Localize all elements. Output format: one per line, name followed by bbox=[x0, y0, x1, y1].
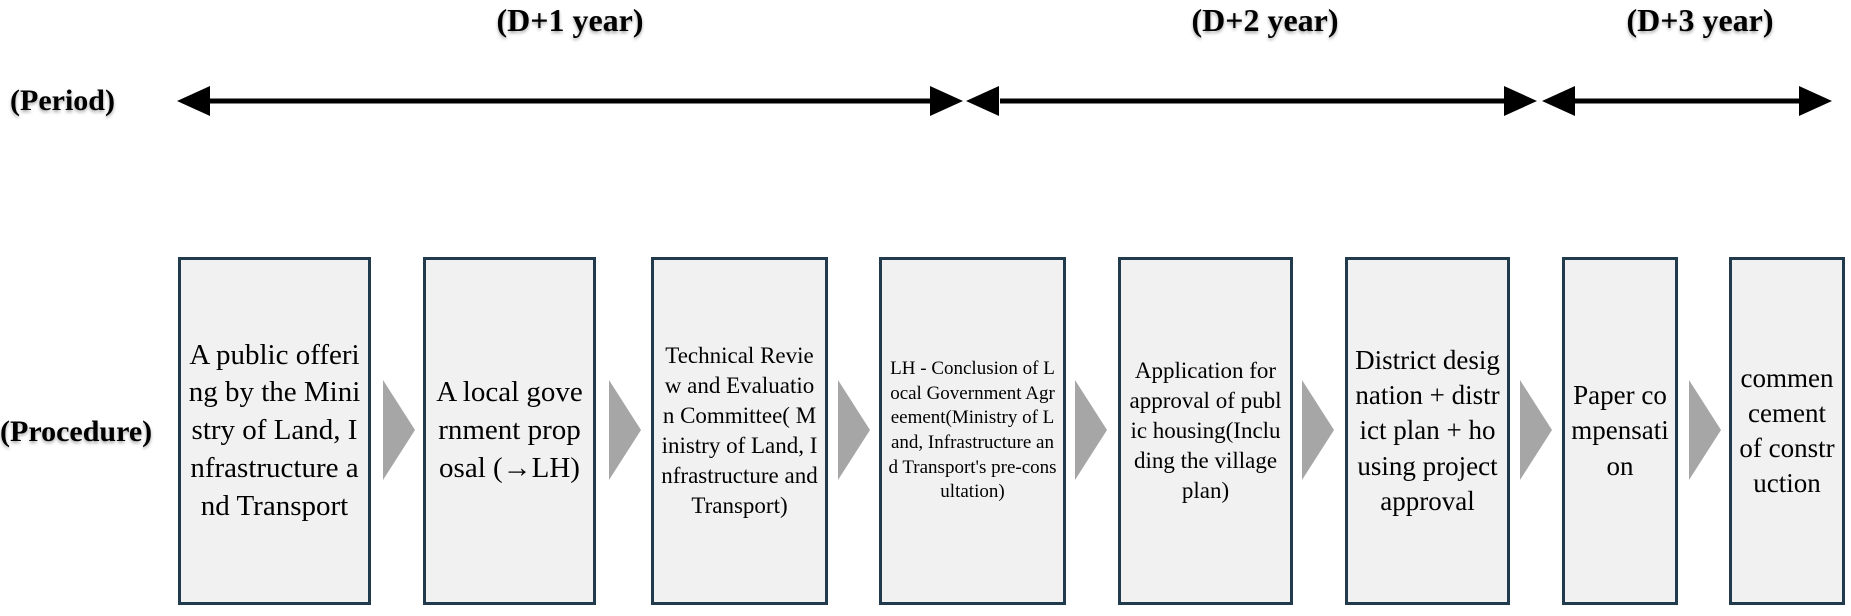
step-box-paper-compensation: Paper compensation bbox=[1562, 257, 1678, 605]
step-box-public-housing-application: Application for approval of public housi… bbox=[1118, 257, 1293, 605]
step-text: Technical Review and Evaluation Committe… bbox=[661, 343, 818, 518]
step-box-lh-agreement: LH - Conclusion of Local Government Agre… bbox=[879, 257, 1066, 605]
period-arrow-d3 bbox=[1542, 86, 1832, 116]
chevron-arrow-icon bbox=[838, 380, 870, 480]
chevron-arrow-icon bbox=[1520, 380, 1552, 480]
row-label-procedure: (Procedure) bbox=[0, 415, 153, 448]
period-label-d1: (D+1 year) bbox=[496, 2, 644, 38]
chevron-arrow-icon bbox=[1302, 380, 1334, 480]
step-text: A local government proposal (→LH) bbox=[436, 376, 583, 484]
step-text: commencement of construction bbox=[1739, 362, 1835, 499]
step-box-local-government-proposal: A local government proposal (→LH) bbox=[423, 257, 596, 605]
step-box-district-designation: District designation + district plan + h… bbox=[1345, 257, 1510, 605]
chevron-arrow-icon bbox=[1689, 380, 1721, 480]
period-arrow-d2 bbox=[966, 86, 1537, 116]
step-text: LH - Conclusion of Local Government Agre… bbox=[888, 357, 1057, 503]
chevron-arrow-icon bbox=[383, 380, 415, 480]
period-arrow-d1 bbox=[177, 86, 963, 116]
step-box-technical-review: Technical Review and Evaluation Committe… bbox=[651, 257, 828, 605]
step-text: District designation + district plan + h… bbox=[1355, 345, 1500, 516]
chevron-arrow-icon bbox=[1075, 380, 1107, 480]
step-box-commencement-of-construction: commencement of construction bbox=[1729, 257, 1845, 605]
period-label-d2: (D+2 year) bbox=[1191, 2, 1339, 38]
row-label-period: (Period) bbox=[10, 84, 115, 117]
step-text: Paper compensation bbox=[1571, 380, 1669, 481]
step-box-public-offering: A public offering by the Ministry of Lan… bbox=[178, 257, 371, 605]
step-text: A public offering by the Ministry of Lan… bbox=[188, 338, 361, 522]
step-text: Application for approval of public housi… bbox=[1129, 358, 1282, 503]
period-label-d3: (D+3 year) bbox=[1626, 2, 1774, 38]
chevron-arrow-icon bbox=[609, 380, 641, 480]
period-timeline bbox=[177, 86, 1832, 116]
